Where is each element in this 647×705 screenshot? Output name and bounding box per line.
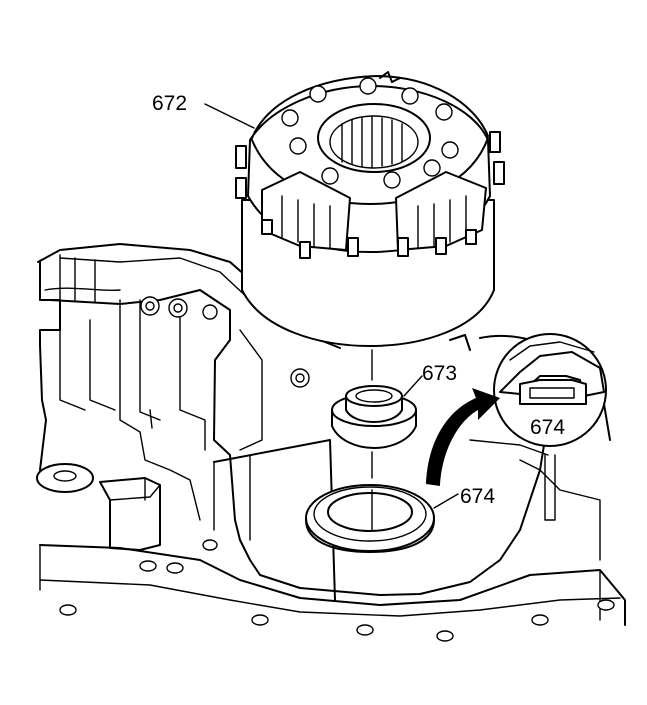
seal-detail-inset bbox=[493, 333, 607, 447]
callout-672: 672 bbox=[152, 92, 187, 115]
callout-674: 674 bbox=[460, 485, 495, 508]
seal-674-installed bbox=[305, 484, 435, 553]
curved-arrow bbox=[426, 388, 500, 486]
leader-lines bbox=[204, 103, 459, 509]
callout-673: 673 bbox=[422, 362, 457, 385]
transmission-case bbox=[36, 243, 626, 642]
drum-housing-672 bbox=[235, 71, 505, 347]
bushing-673 bbox=[331, 385, 417, 449]
callout-674-detail: 674 bbox=[530, 416, 565, 439]
